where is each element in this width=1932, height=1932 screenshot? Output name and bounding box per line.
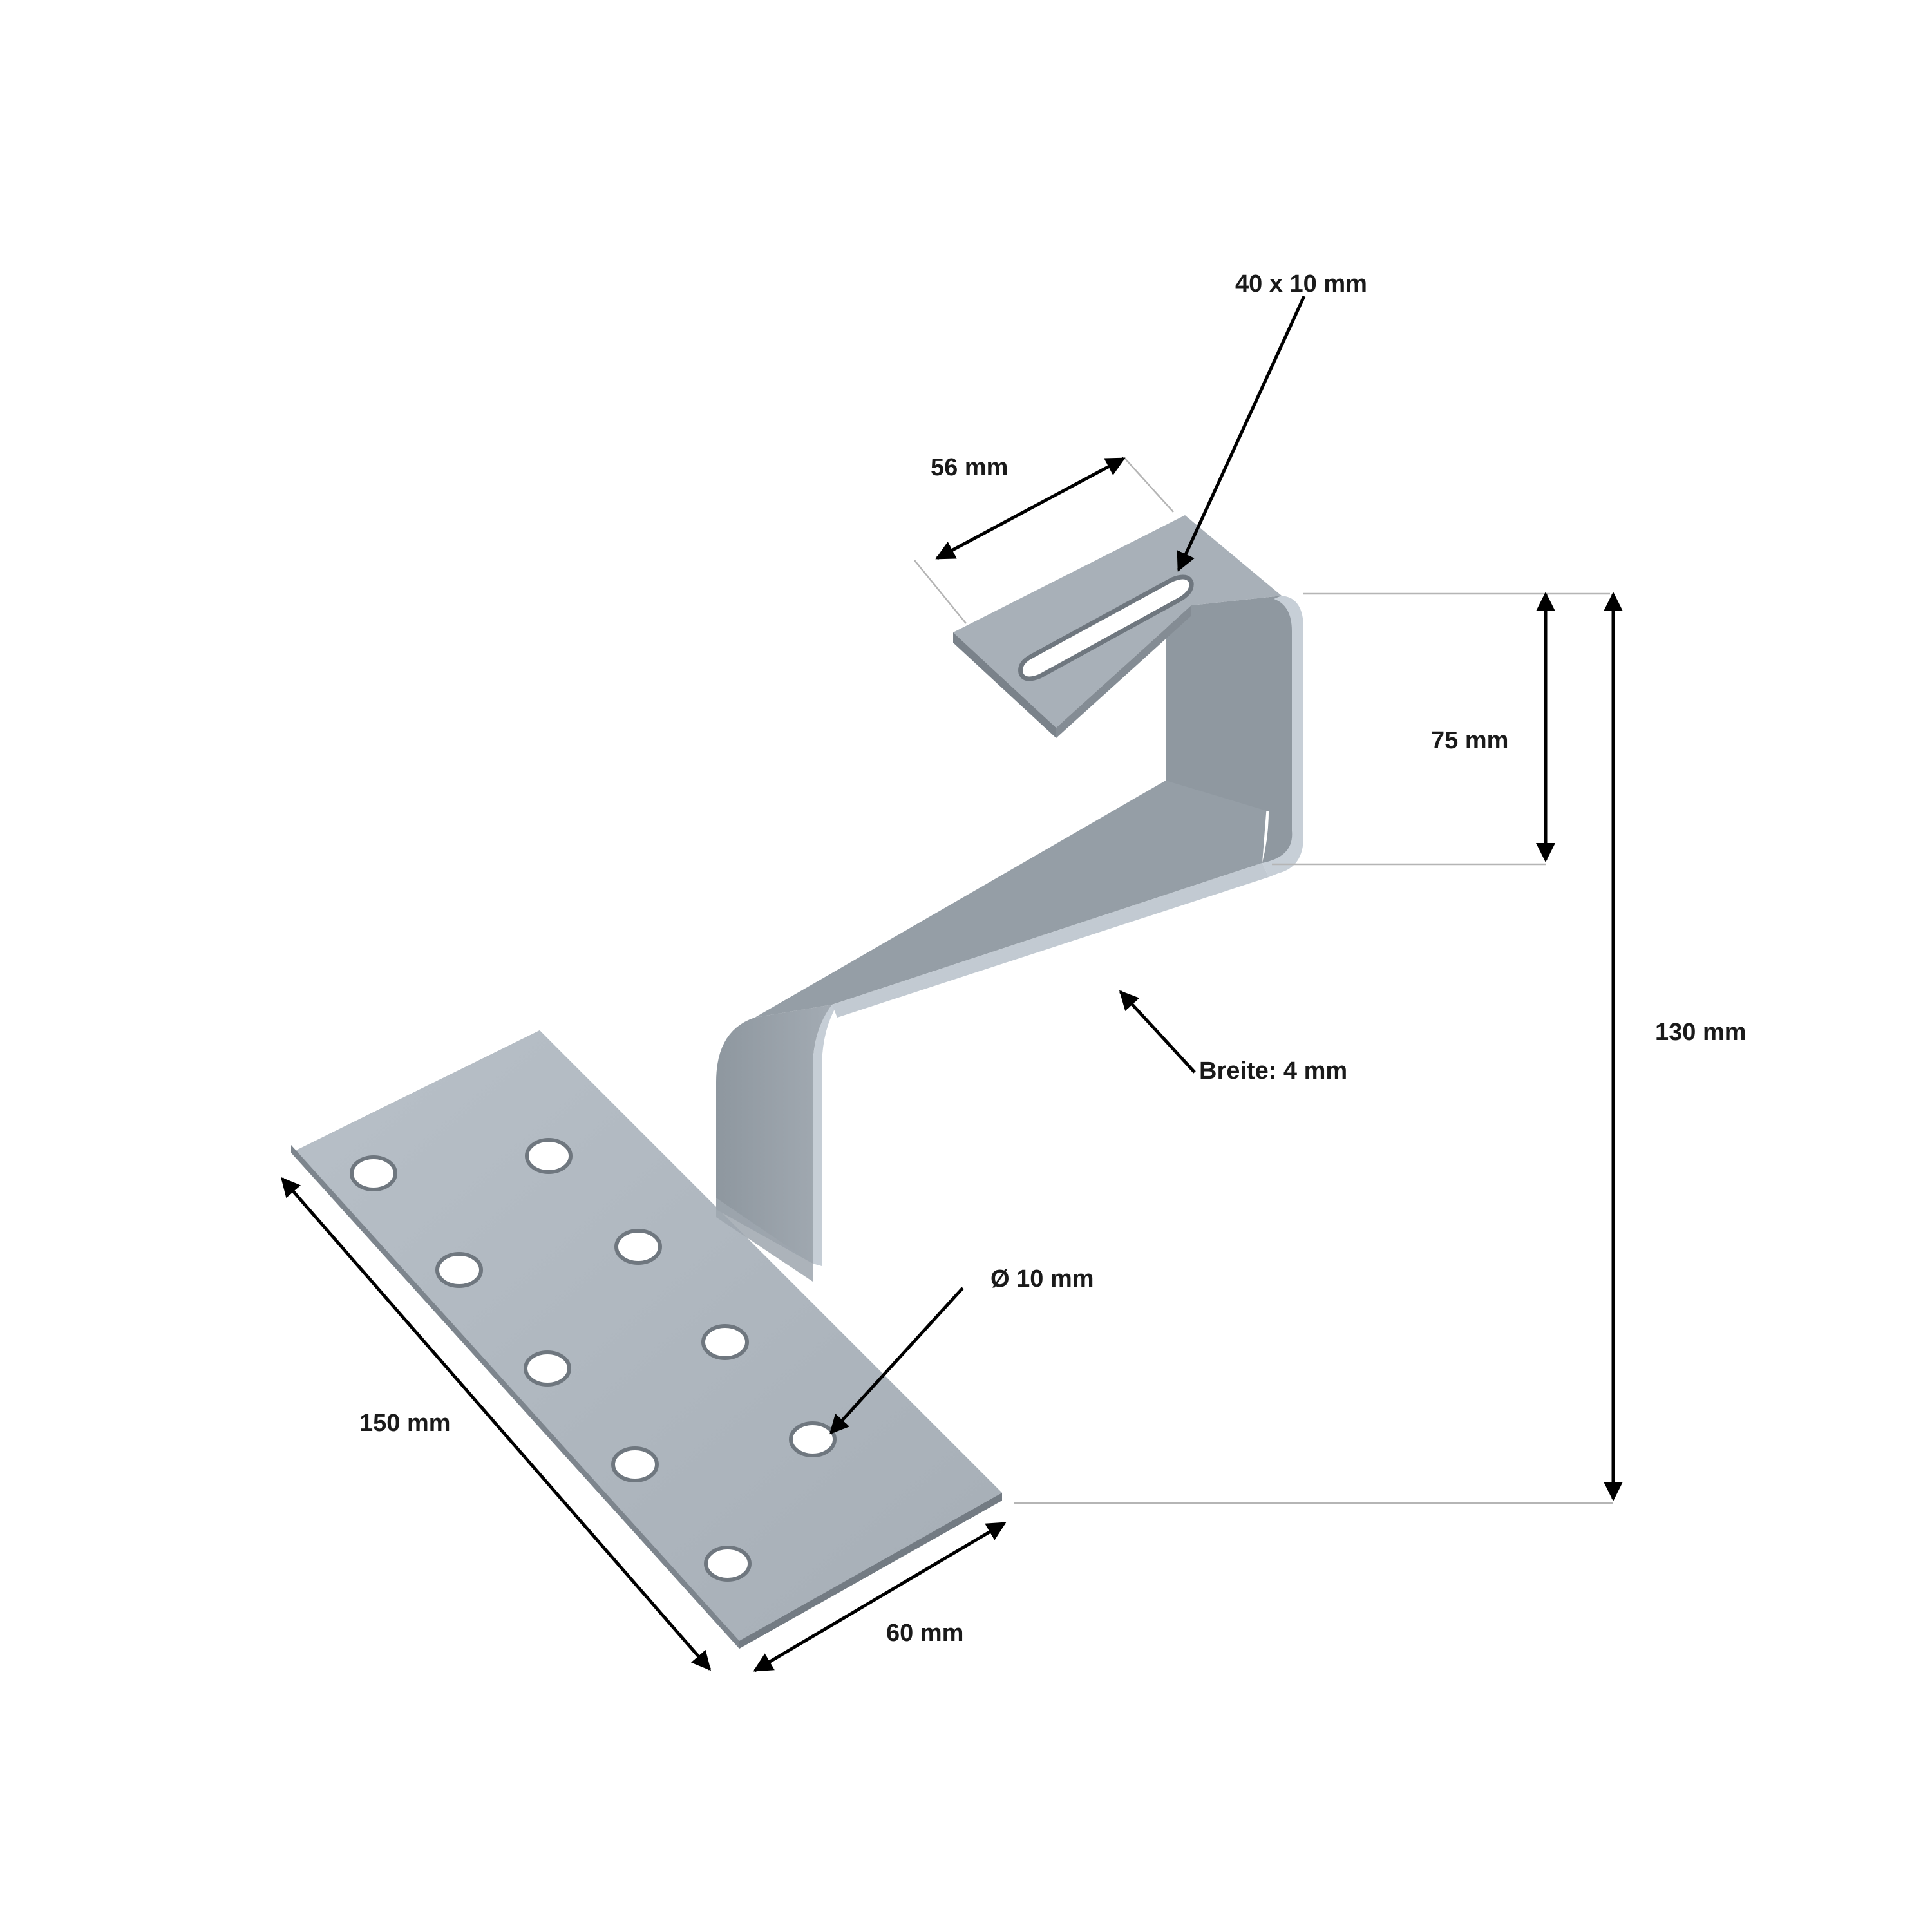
hole [704, 1546, 752, 1582]
hole [435, 1252, 483, 1288]
dimension-arrows [281, 295, 1623, 1672]
arrow-hole-pointer [829, 1287, 964, 1435]
hole [611, 1446, 659, 1482]
label-hook-rise: 75 mm [1431, 727, 1508, 754]
label-hole-diameter: Ø 10 mm [990, 1265, 1094, 1293]
hook-vertical [1166, 596, 1303, 877]
arrow-thickness-pointer [1119, 990, 1196, 1074]
extension-lines [914, 457, 1613, 1504]
label-hook-width: 56 mm [931, 454, 1008, 481]
base-plate [291, 1030, 1002, 1649]
slot [1018, 574, 1194, 681]
dimension-labels: 40 x 10 mm 56 mm 75 mm 130 mm Breite: 4 … [359, 270, 1747, 1647]
label-thickness: Breite: 4 mm [1199, 1057, 1347, 1084]
hole [525, 1138, 573, 1174]
arrow-plate-width [753, 1521, 1007, 1672]
hook-arm [755, 781, 1269, 1018]
label-slot: 40 x 10 mm [1235, 270, 1367, 298]
hole [701, 1324, 749, 1360]
hole [789, 1421, 837, 1457]
hole [350, 1155, 397, 1191]
label-plate-length: 150 mm [359, 1410, 451, 1437]
arrow-hook-width [935, 457, 1126, 560]
arrow-slot-pointer [1177, 295, 1306, 572]
hook-top-tab [953, 515, 1282, 738]
roof-hook-illustration [291, 515, 1303, 1649]
hook-riser [716, 1005, 837, 1282]
hole [614, 1229, 662, 1265]
arrow-plate-length [281, 1177, 711, 1671]
label-total-height: 130 mm [1655, 1019, 1747, 1046]
label-plate-width: 60 mm [886, 1620, 963, 1647]
hole [524, 1350, 571, 1387]
